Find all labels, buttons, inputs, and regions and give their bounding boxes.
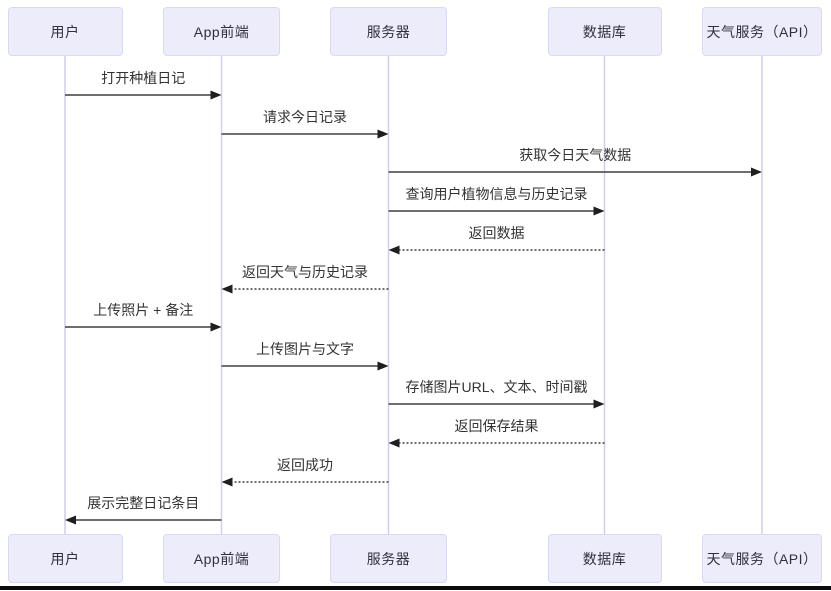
- window-bottom-edge: [0, 586, 831, 590]
- participant-bottom-app-frontend: App前端: [163, 534, 280, 583]
- message-label-7: 上传图片与文字: [256, 341, 354, 357]
- message-arrowhead-4: [388, 245, 400, 255]
- message-arrowhead-7: [377, 361, 389, 371]
- message-label-10: 返回成功: [277, 457, 333, 473]
- participant-label-user: 用户: [50, 550, 80, 567]
- message-label-5: 返回天气与历史记录: [242, 264, 368, 280]
- participant-label-server: 服务器: [366, 23, 411, 40]
- participant-label-weather-api: 天气服务（API）: [706, 23, 818, 40]
- message-arrowhead-0: [210, 90, 222, 100]
- message-arrowhead-10: [221, 477, 233, 487]
- message-arrowhead-1: [377, 129, 389, 139]
- participant-label-database: 数据库: [582, 23, 627, 40]
- participant-top-user: 用户: [7, 7, 123, 56]
- participant-top-weather-api: 天气服务（API）: [702, 7, 822, 56]
- message-arrowhead-6: [210, 322, 222, 332]
- message-label-3: 查询用户植物信息与历史记录: [405, 186, 588, 202]
- message-label-4: 返回数据: [468, 225, 525, 241]
- participant-bottom-weather-api: 天气服务（API）: [702, 534, 822, 583]
- message-label-2: 获取今日天气数据: [519, 147, 632, 163]
- participant-top-database: 数据库: [547, 7, 662, 56]
- message-arrowhead-2: [751, 167, 762, 177]
- participant-bottom-server: 服务器: [330, 534, 447, 583]
- participant-bottom-user: 用户: [7, 534, 123, 583]
- message-arrowhead-11: [65, 515, 76, 525]
- message-arrowhead-8: [593, 399, 605, 409]
- message-arrowhead-3: [593, 206, 605, 216]
- participant-top-app-frontend: App前端: [163, 7, 280, 56]
- participant-label-user: 用户: [50, 23, 80, 40]
- message-label-6: 上传照片 + 备注: [93, 302, 194, 318]
- message-label-11: 展示完整日记条目: [87, 495, 200, 511]
- participant-label-weather-api: 天气服务（API）: [706, 550, 818, 567]
- message-label-9: 返回保存结果: [454, 418, 539, 434]
- message-label-1: 请求今日记录: [263, 109, 347, 125]
- message-label-8: 存储图片URL、文本、时间戳: [405, 379, 588, 395]
- participant-label-database: 数据库: [582, 550, 627, 567]
- message-arrowhead-5: [221, 284, 233, 294]
- participant-label-app-frontend: App前端: [193, 550, 250, 567]
- participant-label-app-frontend: App前端: [193, 23, 250, 40]
- participant-top-server: 服务器: [330, 7, 447, 56]
- message-arrowhead-9: [388, 438, 400, 448]
- message-label-0: 打开种植日记: [101, 70, 186, 86]
- participant-bottom-database: 数据库: [547, 534, 662, 583]
- participant-label-server: 服务器: [366, 550, 411, 567]
